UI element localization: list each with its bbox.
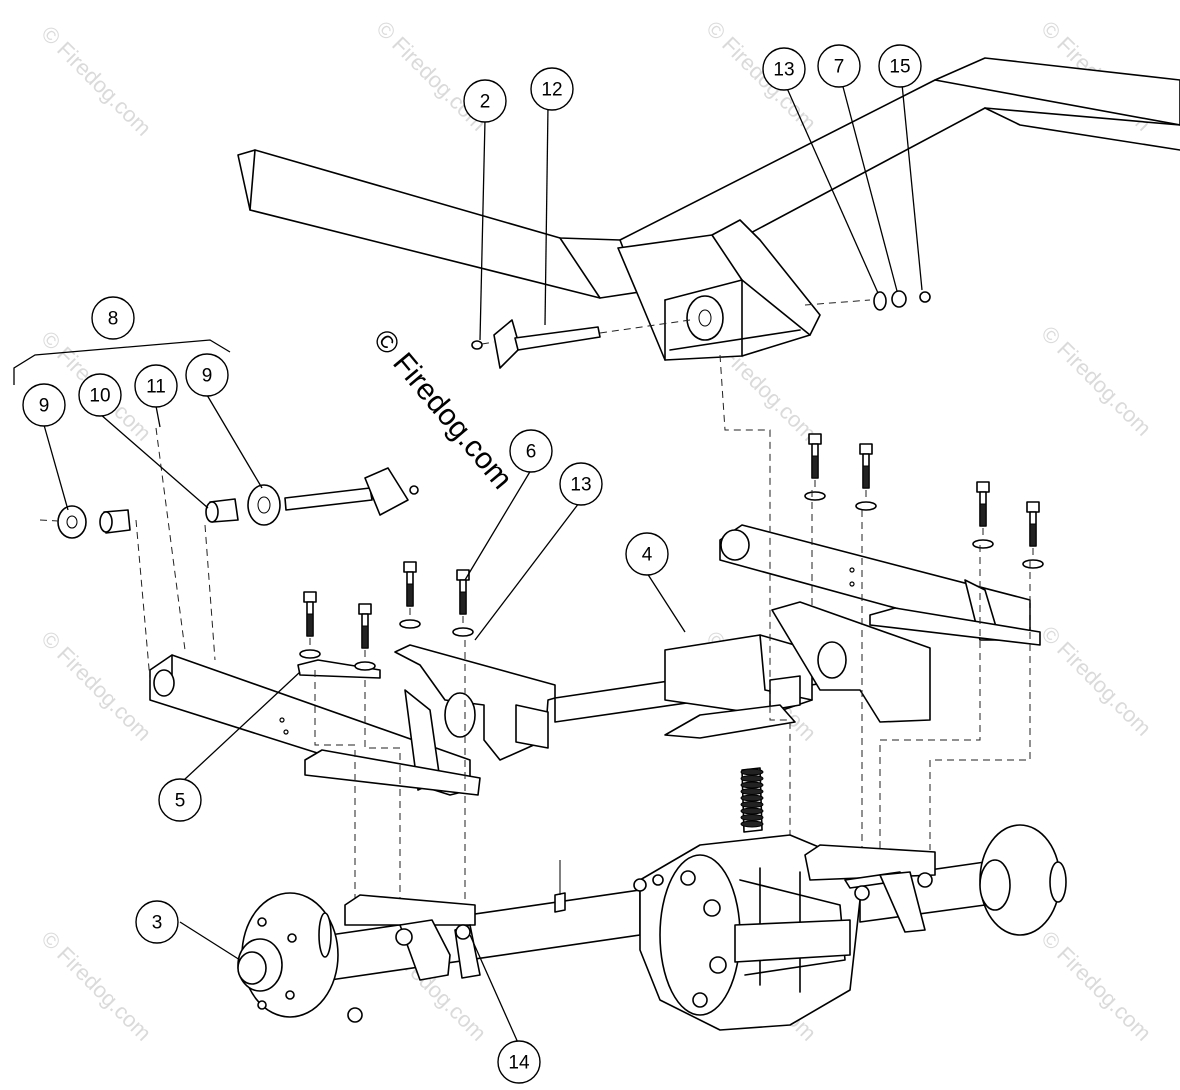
callout-number: 13 [570, 475, 591, 496]
watermark-text: © Firedog.com [1036, 926, 1156, 1046]
bolt [855, 443, 877, 511]
callout-circle [91, 296, 135, 340]
callout-circle [762, 47, 806, 91]
callout-14: 14 [497, 1040, 541, 1084]
cross-member-right [719, 524, 1041, 723]
spring-coil [740, 820, 764, 828]
callout-circle [134, 364, 178, 408]
callout-circle [817, 44, 861, 88]
bolt [299, 591, 321, 659]
cross-member-left [149, 654, 481, 796]
alignment-lines [135, 354, 1031, 905]
pivot-pin-12 [471, 319, 691, 369]
watermark-text: © Firedog.com [1036, 621, 1156, 741]
callout-circle [22, 383, 66, 427]
spring-coils [740, 768, 764, 828]
spring-coil [740, 768, 764, 776]
callout-9: 9 [22, 383, 66, 427]
callout-circle [509, 429, 553, 473]
watermark-text: © Firedog.com [36, 21, 156, 141]
bolt [452, 569, 474, 637]
spring-coil [740, 781, 764, 789]
callout-9: 9 [185, 353, 229, 397]
callout-number: 11 [146, 377, 166, 398]
callout-number: 14 [508, 1053, 530, 1074]
callout-number: 5 [175, 791, 186, 812]
callout-circle [78, 373, 122, 417]
callout-number: 12 [541, 80, 562, 101]
callout-number: 8 [108, 309, 119, 330]
spring-coil [740, 801, 764, 808]
hardware-stack-right [804, 290, 931, 311]
watermark-text: © Firedog.com [36, 926, 156, 1046]
bolt [399, 561, 421, 629]
callout-circle [463, 79, 507, 123]
callout-circle [530, 67, 574, 111]
callout-number: 9 [202, 366, 213, 387]
spring-coil [740, 775, 764, 782]
callout-number: 10 [89, 386, 110, 407]
callout-2: 2 [463, 79, 507, 123]
callout-number: 13 [773, 60, 794, 81]
bushing-assembly [39, 467, 419, 539]
callout-number: 7 [834, 57, 845, 78]
spring-coil [740, 794, 764, 802]
callout-number: 4 [642, 545, 653, 566]
callout-circle [878, 44, 922, 88]
spring-coil [740, 788, 764, 795]
callout-circle [497, 1040, 541, 1084]
callout-leaders [13, 82, 923, 1046]
callout-circle [559, 462, 603, 506]
callout-13: 13 [762, 47, 806, 91]
callout-circle [625, 532, 669, 576]
callout-number: 9 [39, 396, 50, 417]
callout-number: 6 [526, 442, 537, 463]
frame-rail [237, 57, 1180, 299]
callout-5: 5 [158, 778, 202, 822]
callout-12: 12 [530, 67, 574, 111]
callout-circle [158, 778, 202, 822]
spring-coil [740, 814, 764, 821]
bolt-set [299, 433, 1044, 671]
callout-15: 15 [878, 44, 922, 88]
callout-11: 11 [134, 364, 178, 408]
callout-4: 4 [625, 532, 669, 576]
callout-circle [185, 353, 229, 397]
callout-number: 15 [889, 57, 910, 78]
callout-7: 7 [817, 44, 861, 88]
callout-number: 2 [480, 92, 491, 113]
bolt [1022, 501, 1044, 569]
callout-circle [135, 900, 179, 944]
callout-10: 10 [78, 373, 122, 417]
callout-8: 8 [91, 296, 135, 340]
bolt [354, 603, 376, 671]
watermark-text: © Firedog.com [1036, 321, 1156, 441]
spring-coil [740, 807, 764, 815]
rear-axle [237, 767, 1067, 1031]
callout-number: 3 [152, 913, 163, 934]
callout-group: 2 12 13 7 15 8 9 10 11 9 6 13 4 5 3 14 [22, 44, 922, 1084]
frame-bracket [617, 219, 821, 361]
callout-13: 13 [559, 462, 603, 506]
callout-6: 6 [509, 429, 553, 473]
watermark-text: © Firedog.com [36, 626, 156, 746]
bolt [804, 433, 826, 501]
callout-3: 3 [135, 900, 179, 944]
bolt [972, 481, 994, 549]
